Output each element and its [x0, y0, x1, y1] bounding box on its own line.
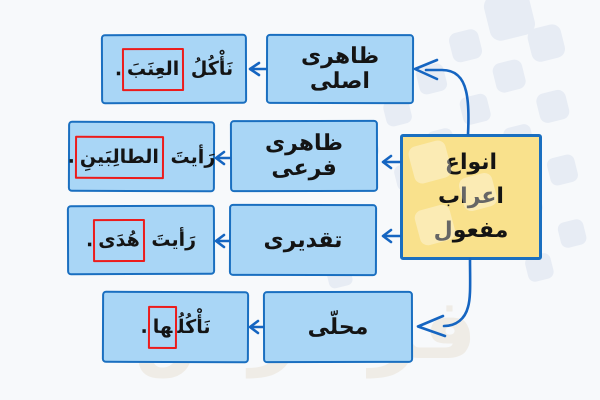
root-title-line: اعراب — [438, 184, 504, 209]
root-node-anva-erab-mafool: انواع اعراب مفعول — [400, 134, 542, 260]
arrow-root-to-zaheri-asli — [413, 58, 470, 136]
highlighted-object-word: العِنَبَ — [121, 47, 185, 92]
example-sentence: رَأيتَ هُدَى. — [86, 218, 197, 263]
example-sentence: نَأْكُلُها. — [140, 305, 211, 350]
category-node-taqdiri: تقديرى — [228, 203, 378, 277]
example-text: نَأْكُلُ — [177, 316, 211, 339]
category-node-mahalli: محلّى — [262, 290, 414, 364]
category-label: محلّى — [307, 314, 369, 340]
example-node-taqdiri: رَأيتَ هُدَى. — [66, 204, 216, 276]
highlighted-object-word: هُدَى — [93, 218, 145, 263]
example-node-zaheri-asli: نَأْكُلُ العِنَبَ. — [100, 33, 248, 105]
arrow-category-to-example-4 — [248, 319, 265, 335]
example-text: رَأيتَ — [163, 145, 216, 168]
example-period: . — [67, 145, 75, 168]
highlighted-object-word: ها — [147, 305, 178, 350]
example-text: رَأيتَ — [144, 228, 197, 251]
arrow-root-to-taqdiri — [381, 228, 402, 244]
example-period: . — [114, 58, 123, 81]
example-text: نَأْكُلُ — [184, 57, 234, 80]
category-node-zaheri-farei: ظاهرى فرعى — [229, 119, 379, 193]
arrow-root-to-mahalli — [416, 257, 472, 338]
category-label: ظاهرى اصلى — [300, 43, 380, 95]
example-sentence: نَأْكُلُ العِنَبَ. — [114, 47, 234, 92]
arrow-category-to-example-2 — [214, 150, 232, 166]
category-label: ظاهرى فرعى — [264, 130, 344, 182]
example-sentence: رَأيتَ الطالِبَينِ. — [67, 135, 216, 179]
example-node-mahalli: نَأْكُلُها. — [101, 290, 250, 364]
arrow-category-to-example-1 — [248, 61, 268, 77]
category-node-zaheri-asli: ظاهرى اصلى — [265, 33, 415, 105]
highlighted-object-word: الطالِبَينِ — [74, 135, 165, 179]
arrow-category-to-example-3 — [214, 233, 231, 249]
root-title-line: مفعول — [433, 218, 509, 243]
root-title-line: انواع — [444, 150, 498, 175]
example-period: . — [140, 315, 148, 338]
arrow-root-to-zaheri-farei — [381, 154, 402, 170]
example-node-zaheri-farei: رَأيتَ الطالِبَينِ. — [67, 120, 216, 193]
category-label: تقديرى — [263, 227, 343, 253]
